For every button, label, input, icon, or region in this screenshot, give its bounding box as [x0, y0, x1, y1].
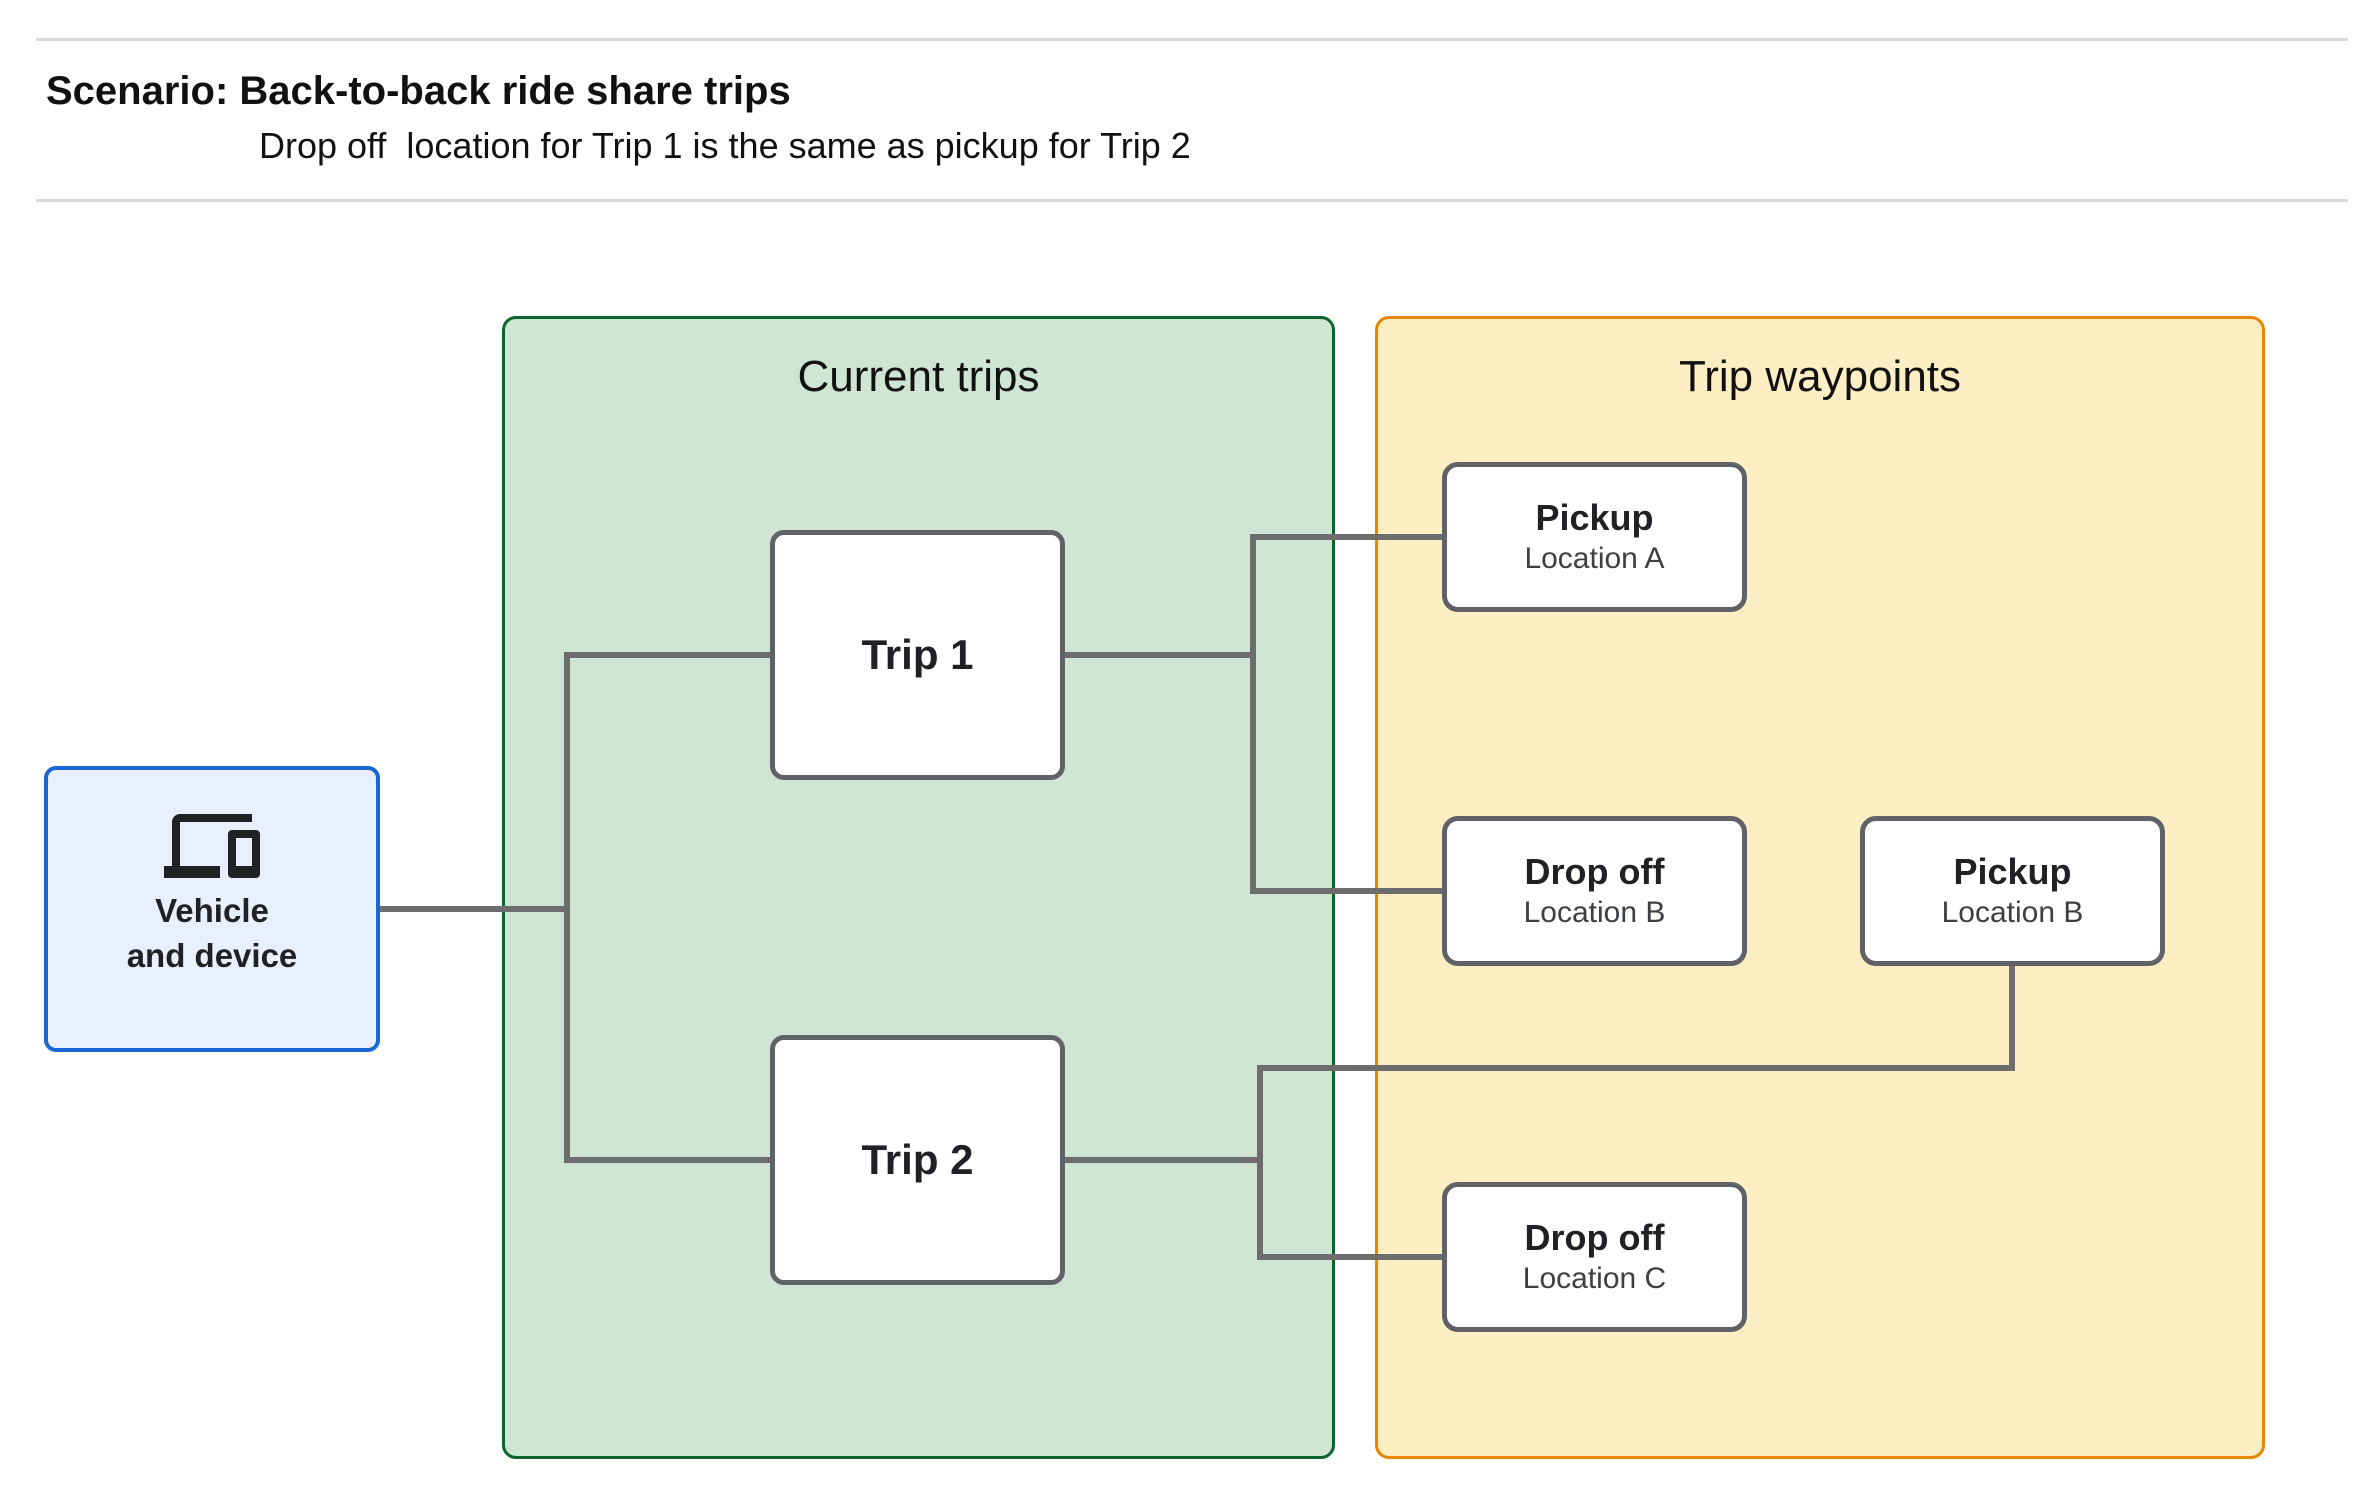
group-current-trips-title: Current trips — [797, 352, 1040, 401]
node-dropoff-location-b: Drop off Location B — [1442, 816, 1747, 966]
page-title: Scenario: Back-to-back ride share trips — [46, 69, 791, 113]
trip-1-label: Trip 1 — [861, 631, 974, 678]
trip-2-label: Trip 2 — [861, 1136, 974, 1183]
node-pickup-location-a: Pickup Location A — [1442, 462, 1747, 612]
waypoint-title: Drop off — [1524, 1217, 1665, 1258]
node-pickup-location-b: Pickup Location B — [1860, 816, 2165, 966]
devices-icon — [164, 814, 260, 878]
header-divider-bottom — [36, 199, 2348, 202]
node-trip-2: Trip 2 — [770, 1035, 1065, 1285]
waypoint-title: Pickup — [1535, 497, 1654, 538]
page-subtitle: Drop off location for Trip 1 is the same… — [259, 125, 1191, 166]
group-trip-waypoints-title: Trip waypoints — [1678, 352, 1962, 401]
waypoint-subtitle: Location A — [1524, 542, 1665, 575]
node-vehicle-and-device: Vehicle and device — [44, 766, 380, 1052]
vehicle-label-line2: and device — [126, 937, 298, 974]
waypoint-subtitle: Location B — [1941, 896, 2084, 929]
waypoint-subtitle: Location C — [1522, 1262, 1667, 1295]
header-divider-top — [36, 38, 2348, 41]
vehicle-label-line1: Vehicle — [155, 892, 269, 929]
waypoint-subtitle: Location B — [1523, 896, 1666, 929]
group-current-trips: Current trips — [502, 316, 1335, 1459]
waypoint-title: Drop off — [1524, 851, 1665, 892]
vehicle-label: Vehicle and device — [127, 888, 298, 978]
node-trip-1: Trip 1 — [770, 530, 1065, 780]
node-dropoff-location-c: Drop off Location C — [1442, 1182, 1747, 1332]
waypoint-title: Pickup — [1953, 851, 2072, 892]
